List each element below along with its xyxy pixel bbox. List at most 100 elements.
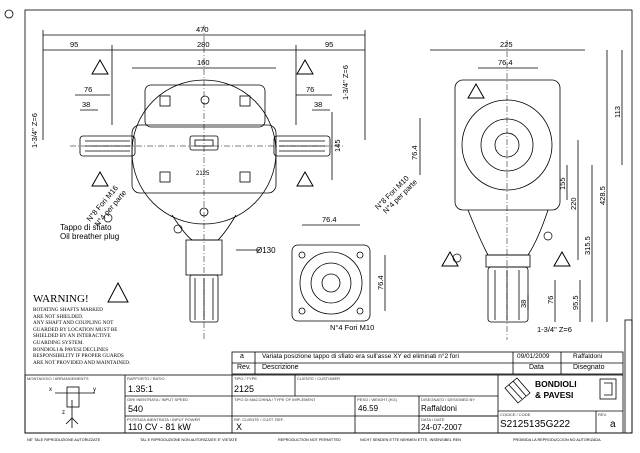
svg-text:y: y — [93, 387, 96, 393]
flange-height: 76.4 — [376, 275, 385, 290]
date-created-label: DATA / DATE — [421, 417, 445, 422]
code-label: CODICE / CODE — [500, 412, 531, 417]
warning-triangle-icon — [467, 82, 485, 99]
warning-line: ARE NOT PROVIDED AND MAINTAINED. — [33, 359, 131, 366]
dim-145: 145 — [333, 139, 342, 152]
flange-view — [291, 224, 386, 322]
warning-line: ANY SHAFT AND COUPLING NOT — [33, 320, 114, 327]
rev-letter: a — [240, 353, 244, 360]
rev-field-label: REV. — [598, 412, 607, 417]
svg-text:x: x — [49, 387, 52, 393]
warning-triangle-icon — [107, 281, 129, 303]
nameplate-2125: 2125 — [196, 171, 210, 177]
speed-value: 540 — [128, 404, 144, 414]
shaft-spec-right: 1-3/4" Z=6 — [341, 65, 350, 100]
warning-line: RESPONSIBILITY IF PROPER GUARDS — [33, 353, 124, 360]
logo-text-1: BONDIOLI — [535, 379, 577, 389]
footer-note: NE' TALE RIPRODUZIONE AUTORIZZATE — [27, 438, 101, 442]
date-label: Data — [529, 364, 544, 371]
customer-label: CLIENTE / CUSTOMER — [297, 376, 341, 381]
arrangement-label: MONTAGGIO / ARRANGEMENTS — [27, 376, 89, 381]
power-label: POTENZA INENTRATA / INPUT POWER — [127, 417, 201, 422]
revision-markers — [103, 213, 553, 263]
rev-date: 09/01/2009 — [517, 353, 550, 360]
dim-38-left: 38 — [82, 100, 90, 109]
warning-triangle-icon — [553, 250, 571, 267]
weight-value: 46.59 — [358, 404, 379, 413]
type-label: TIPO / TYPE — [234, 376, 258, 381]
dim-95-left: 95 — [70, 40, 78, 49]
bondioli-pavesi-logo — [504, 377, 617, 404]
dim-95-right: 95 — [325, 40, 333, 49]
warning-line: BONDIOLI & PAVESI DECLINES — [33, 346, 109, 353]
title-block-grid — [24, 351, 624, 434]
arrangement-symbol — [55, 386, 95, 428]
warning-triangles — [91, 58, 571, 303]
ratio-value: 1.35:1 — [128, 384, 154, 394]
dim-113: 113 — [613, 106, 622, 118]
dim-76-left: 76 — [84, 85, 92, 94]
warning-triangle-icon — [296, 170, 314, 187]
weight-label: PESO / WEIGHT (Kg) — [357, 397, 397, 402]
description-label: Descrizione — [262, 364, 299, 371]
dim-side-38: 38 — [519, 300, 528, 308]
side-view — [419, 40, 623, 340]
designer-value: Raffaldoni — [421, 404, 457, 413]
dim-95-5: 95.5 — [571, 295, 580, 310]
footer-note: TAL E RIPRODUZIONE NON AUTORIZZATE E' VI… — [140, 438, 238, 442]
front-view — [42, 25, 366, 340]
customer-ref-value: X — [236, 422, 243, 432]
dim-220: 220 — [569, 197, 578, 210]
dim-225: 225 — [500, 40, 513, 49]
type-value: 2125 — [234, 384, 255, 394]
flange-holes: N°4 Fori M10 — [330, 323, 374, 332]
warning-title: WARNING! — [33, 293, 89, 305]
svg-text:z: z — [62, 410, 65, 416]
machine-label: TIPO DI MACCHINA / TYPE OF IMPLEMENT — [234, 397, 316, 402]
dim-470: 470 — [196, 25, 209, 34]
ratio-label: RAPPORTO / RATIO — [127, 376, 165, 381]
punch-hole-icon — [4, 9, 14, 19]
footer-note: REPRODUCTION NOT PERMITTED — [278, 438, 341, 442]
dim-76-right: 76 — [306, 85, 314, 94]
warning-line: GUARDING SYSTEM. — [33, 339, 84, 346]
side-tab — [624, 319, 633, 434]
logo-text-2: & PAVESI — [535, 390, 573, 400]
rev-drawn-by: Raffaldoni — [573, 353, 603, 360]
rev-description: Variata posizione tappo di sfiato era su… — [262, 353, 459, 360]
date-created-value: 24-07-2007 — [421, 423, 462, 432]
breather-label-it: Tappo di sfiato — [60, 223, 112, 232]
warning-line: ARE NOT SHIELDED. — [33, 313, 84, 320]
power-value: 110 CV - 81 kW — [128, 422, 191, 432]
speed-label: GIRI INENTRATA / INPUT SPEED — [127, 397, 189, 402]
warning-triangle-icon — [296, 58, 314, 75]
warning-box: WARNING! ROTATING SHAFTS MARKED ARE NOT … — [33, 293, 133, 366]
warning-line: SHIELDED BY AN INTERACTIVE — [33, 333, 111, 340]
footer-note: PROIBIDA LA REPRODUCCION NO AUTORIZADA — [513, 438, 601, 442]
rev-field-value: a — [610, 419, 616, 430]
customer-ref-label: RIF. CLIENTE / CUST. REF. — [234, 417, 284, 422]
dim-160: 160 — [197, 58, 210, 67]
arrangement-axes: x y z — [49, 387, 96, 416]
dim-side-76: 76 — [546, 296, 555, 304]
warning-triangle-icon — [91, 170, 109, 187]
dim-280: 280 — [197, 40, 210, 49]
dim-155: 155 — [558, 177, 567, 190]
designer-label: DISEGNATO / DESIGNED BY — [421, 397, 475, 402]
warning-triangle-icon — [91, 58, 109, 75]
rev-label: Rev. — [237, 364, 251, 371]
breather-label-en: Oil breather plug — [60, 232, 119, 241]
warning-line: ROTATING SHAFTS MARKED — [33, 307, 103, 313]
dim-side-76-4: 76.4 — [498, 58, 513, 67]
flange-width: 76.4 — [322, 215, 337, 224]
code-value: S2125135G222 — [500, 419, 571, 430]
warning-line: GUARDED BY LOCATION MUST BE — [33, 326, 118, 333]
dim-315-5: 315.5 — [583, 236, 592, 255]
shaft-spec-left: 1-3/4" Z=6 — [30, 113, 39, 148]
side-shaft-spec: 1-3/4" Z=6 — [537, 325, 572, 334]
footer-note: NICHT SENDEN ETTE NEHMEN ETTE, INSENSIBE… — [360, 438, 461, 442]
dim-bore-130: Ø130 — [256, 246, 276, 255]
dim-428-5: 428.5 — [598, 186, 607, 205]
dim-38-right: 38 — [314, 100, 322, 109]
